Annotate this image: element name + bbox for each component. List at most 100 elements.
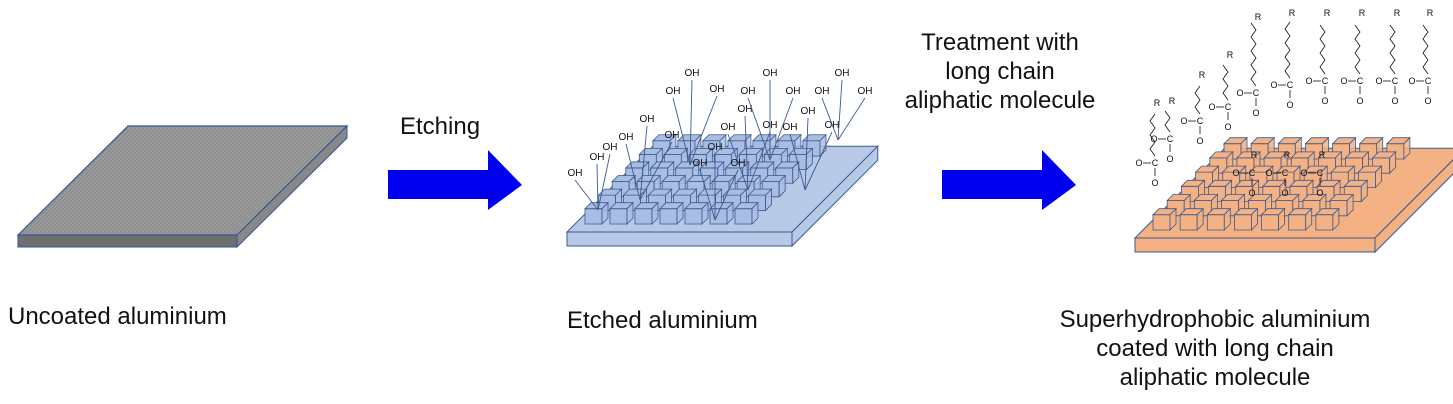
carbonyl-oxygen-label: O	[1135, 158, 1142, 168]
oh-fan: OH OH OH	[741, 68, 801, 161]
coated-cube	[1287, 207, 1313, 231]
carbon-label: C	[1322, 76, 1329, 86]
ester-oxygen-label: O	[1166, 154, 1173, 164]
oh-bond	[672, 97, 691, 166]
oh-label: OH	[835, 68, 850, 79]
carbon-label: C	[1253, 88, 1260, 98]
coated-caption: Superhydrophobic aluminium coated with l…	[1050, 305, 1380, 392]
etched-cube	[659, 201, 684, 225]
carbonyl-oxygen-label: O	[1305, 76, 1312, 86]
chain-end-label: R	[1324, 8, 1331, 18]
chain-zigzag	[1354, 24, 1361, 75]
ester-oxygen-label: O	[1248, 188, 1255, 198]
ester-oxygen-label: O	[1286, 100, 1293, 110]
oh-bond	[769, 97, 794, 161]
oh-label: OH	[568, 168, 583, 179]
coated-cube	[1208, 150, 1234, 175]
etched-cube	[584, 201, 609, 225]
oh-label: OH	[763, 68, 778, 79]
etched-cube	[734, 201, 759, 225]
ester-oxygen-label: O	[1321, 96, 1328, 106]
treatment-label: Treatment with long chain aliphatic mole…	[880, 28, 1120, 115]
etched-plate-front	[566, 231, 793, 247]
oh-bond	[804, 117, 809, 191]
coated-plate-side	[1374, 159, 1453, 254]
carbon-label: C	[1167, 134, 1174, 144]
coated-cube	[1179, 207, 1205, 231]
coated-aluminium-plate	[1133, 136, 1453, 254]
etched-aluminium-plate	[565, 133, 880, 248]
carbonyl-oxygen-label: O	[1340, 76, 1347, 86]
carbon-label: C	[1425, 76, 1432, 86]
oh-label: OH	[815, 86, 830, 97]
ester-oxygen-label: O	[1356, 96, 1363, 106]
oh-bond	[639, 125, 648, 201]
oh-bond	[699, 169, 716, 221]
carbon-label: C	[1197, 116, 1204, 126]
coated-cube	[1261, 179, 1287, 203]
coated-caption-line-1: Superhydrophobic aluminium	[1059, 306, 1371, 333]
treatment-label-line-1: Treatment with	[921, 29, 1079, 56]
uncoated-caption: Uncoated aluminium	[8, 303, 227, 330]
ester-oxygen-label: O	[1391, 96, 1398, 106]
chain-zigzag	[1422, 24, 1429, 75]
oh-bond	[596, 163, 599, 211]
oh-label: OH	[741, 86, 756, 97]
carbonyl-oxygen-label: O	[1232, 168, 1239, 178]
carbonyl-oxygen-label: O	[1300, 168, 1307, 178]
carbonyl-oxygen-label: O	[1236, 88, 1243, 98]
oh-label: OH	[801, 106, 816, 117]
ester-oxygen-label: O	[1281, 188, 1288, 198]
coated-plate-front	[1134, 237, 1376, 253]
carbon-label: C	[1392, 76, 1399, 86]
oh-label: OH	[858, 86, 873, 97]
chain-zigzag	[1250, 22, 1257, 87]
carbonyl-oxygen-label: O	[1180, 116, 1187, 126]
etched-caption: Etched aluminium	[567, 307, 758, 334]
ester-oxygen-label: O	[1316, 188, 1323, 198]
oh-bond	[689, 95, 718, 166]
chain-zigzag	[1284, 21, 1291, 79]
oh-label: OH	[708, 142, 723, 153]
oh-fan: OH OH OH	[815, 68, 873, 141]
oh-label: OH	[731, 158, 746, 169]
chain-zigzag	[1389, 24, 1396, 75]
oh-label: OH	[590, 152, 605, 163]
coated-caption-line-3: aliphatic molecule	[1119, 364, 1311, 391]
oh-bond	[625, 143, 641, 201]
carbon-label: C	[1225, 102, 1232, 112]
etched-cube	[634, 201, 659, 225]
oh-bond	[689, 79, 693, 166]
carbon-label: C	[1317, 168, 1324, 178]
ester-oxygen-label: O	[1224, 122, 1231, 132]
oh-label: OH	[710, 84, 725, 95]
ester-oxygen-label: O	[1424, 96, 1431, 106]
ester-oxygen-label: O	[1252, 108, 1259, 118]
oh-label: OH	[721, 122, 736, 133]
chain-zigzag	[1319, 24, 1326, 75]
ester-oxygen-label: O	[1196, 136, 1203, 146]
carbon-label: C	[1152, 158, 1159, 168]
carbon-label: C	[1357, 76, 1364, 86]
carbon-label: C	[1249, 168, 1256, 178]
chain-zigzag	[1149, 113, 1156, 157]
aliphatic-chain: OCO R	[1305, 8, 1330, 106]
oh-label: OH	[786, 86, 801, 97]
ester-oxygen-label: O	[1151, 178, 1158, 188]
oh-label: OH	[665, 130, 680, 141]
oh-label: OH	[693, 158, 708, 169]
oh-bond	[837, 79, 843, 141]
oh-bond	[747, 97, 771, 161]
oh-label: OH	[603, 142, 618, 153]
